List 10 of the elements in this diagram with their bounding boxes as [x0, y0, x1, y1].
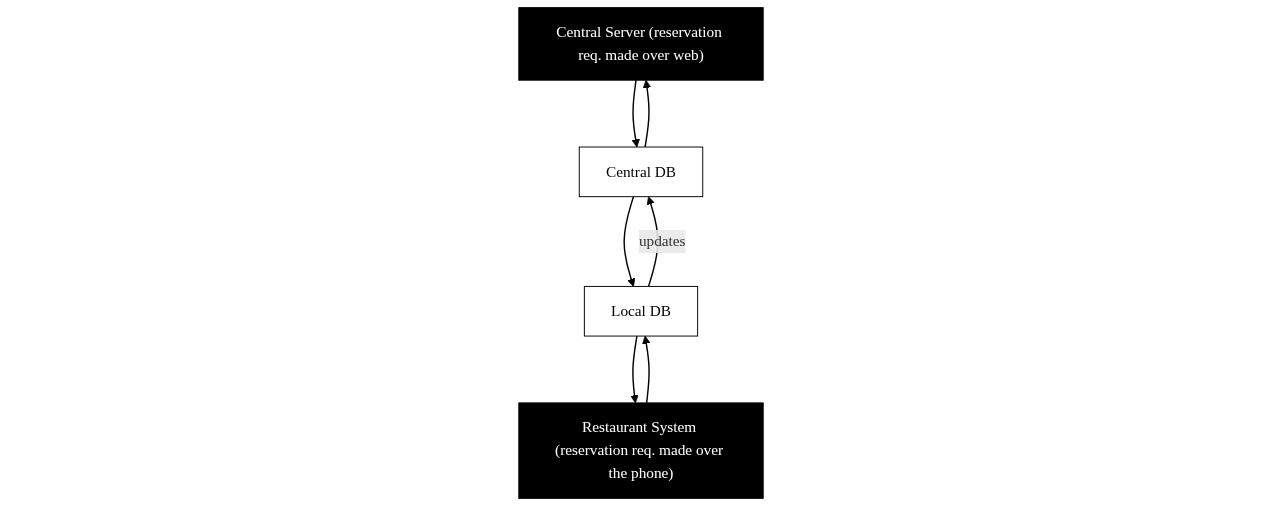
- arrow: [629, 335, 639, 404]
- arrow: [631, 79, 640, 148]
- node-box: Restaurant System (reservation req. made over the phone): [517, 402, 764, 499]
- edge-label: updates: [638, 232, 686, 250]
- node-box: Local DB: [583, 285, 698, 337]
- arrow: [622, 195, 635, 287]
- node-box: Central DB: [578, 146, 703, 198]
- arrow: [641, 335, 650, 404]
- node-box: Central Server (reservation req. made over web): [517, 7, 764, 81]
- arrow: [642, 79, 651, 148]
